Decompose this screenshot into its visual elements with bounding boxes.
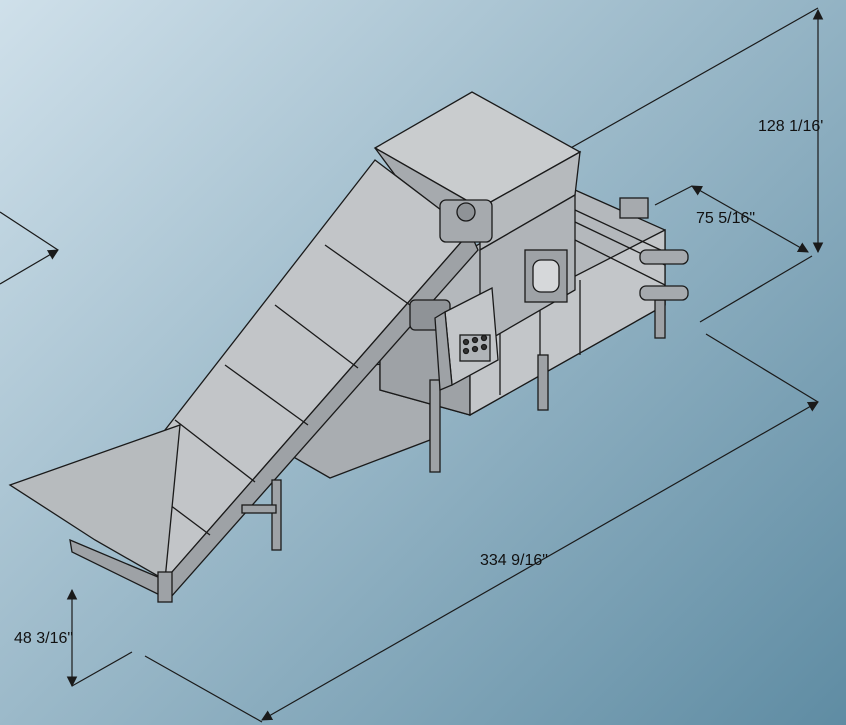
length-dimension-line (261, 401, 819, 721)
control-panel-icon (434, 286, 499, 391)
left-extension (0, 211, 59, 251)
length-extension-right (705, 333, 819, 403)
infeed-extension (71, 651, 133, 687)
conveyor-icon (8, 159, 479, 603)
left-dimension-line (0, 249, 59, 285)
hopper-icon (373, 91, 582, 347)
width-extension (654, 185, 693, 206)
width-dimension-line (691, 185, 809, 253)
height-extension-bottom (699, 255, 813, 323)
length-extension-left (144, 655, 263, 723)
